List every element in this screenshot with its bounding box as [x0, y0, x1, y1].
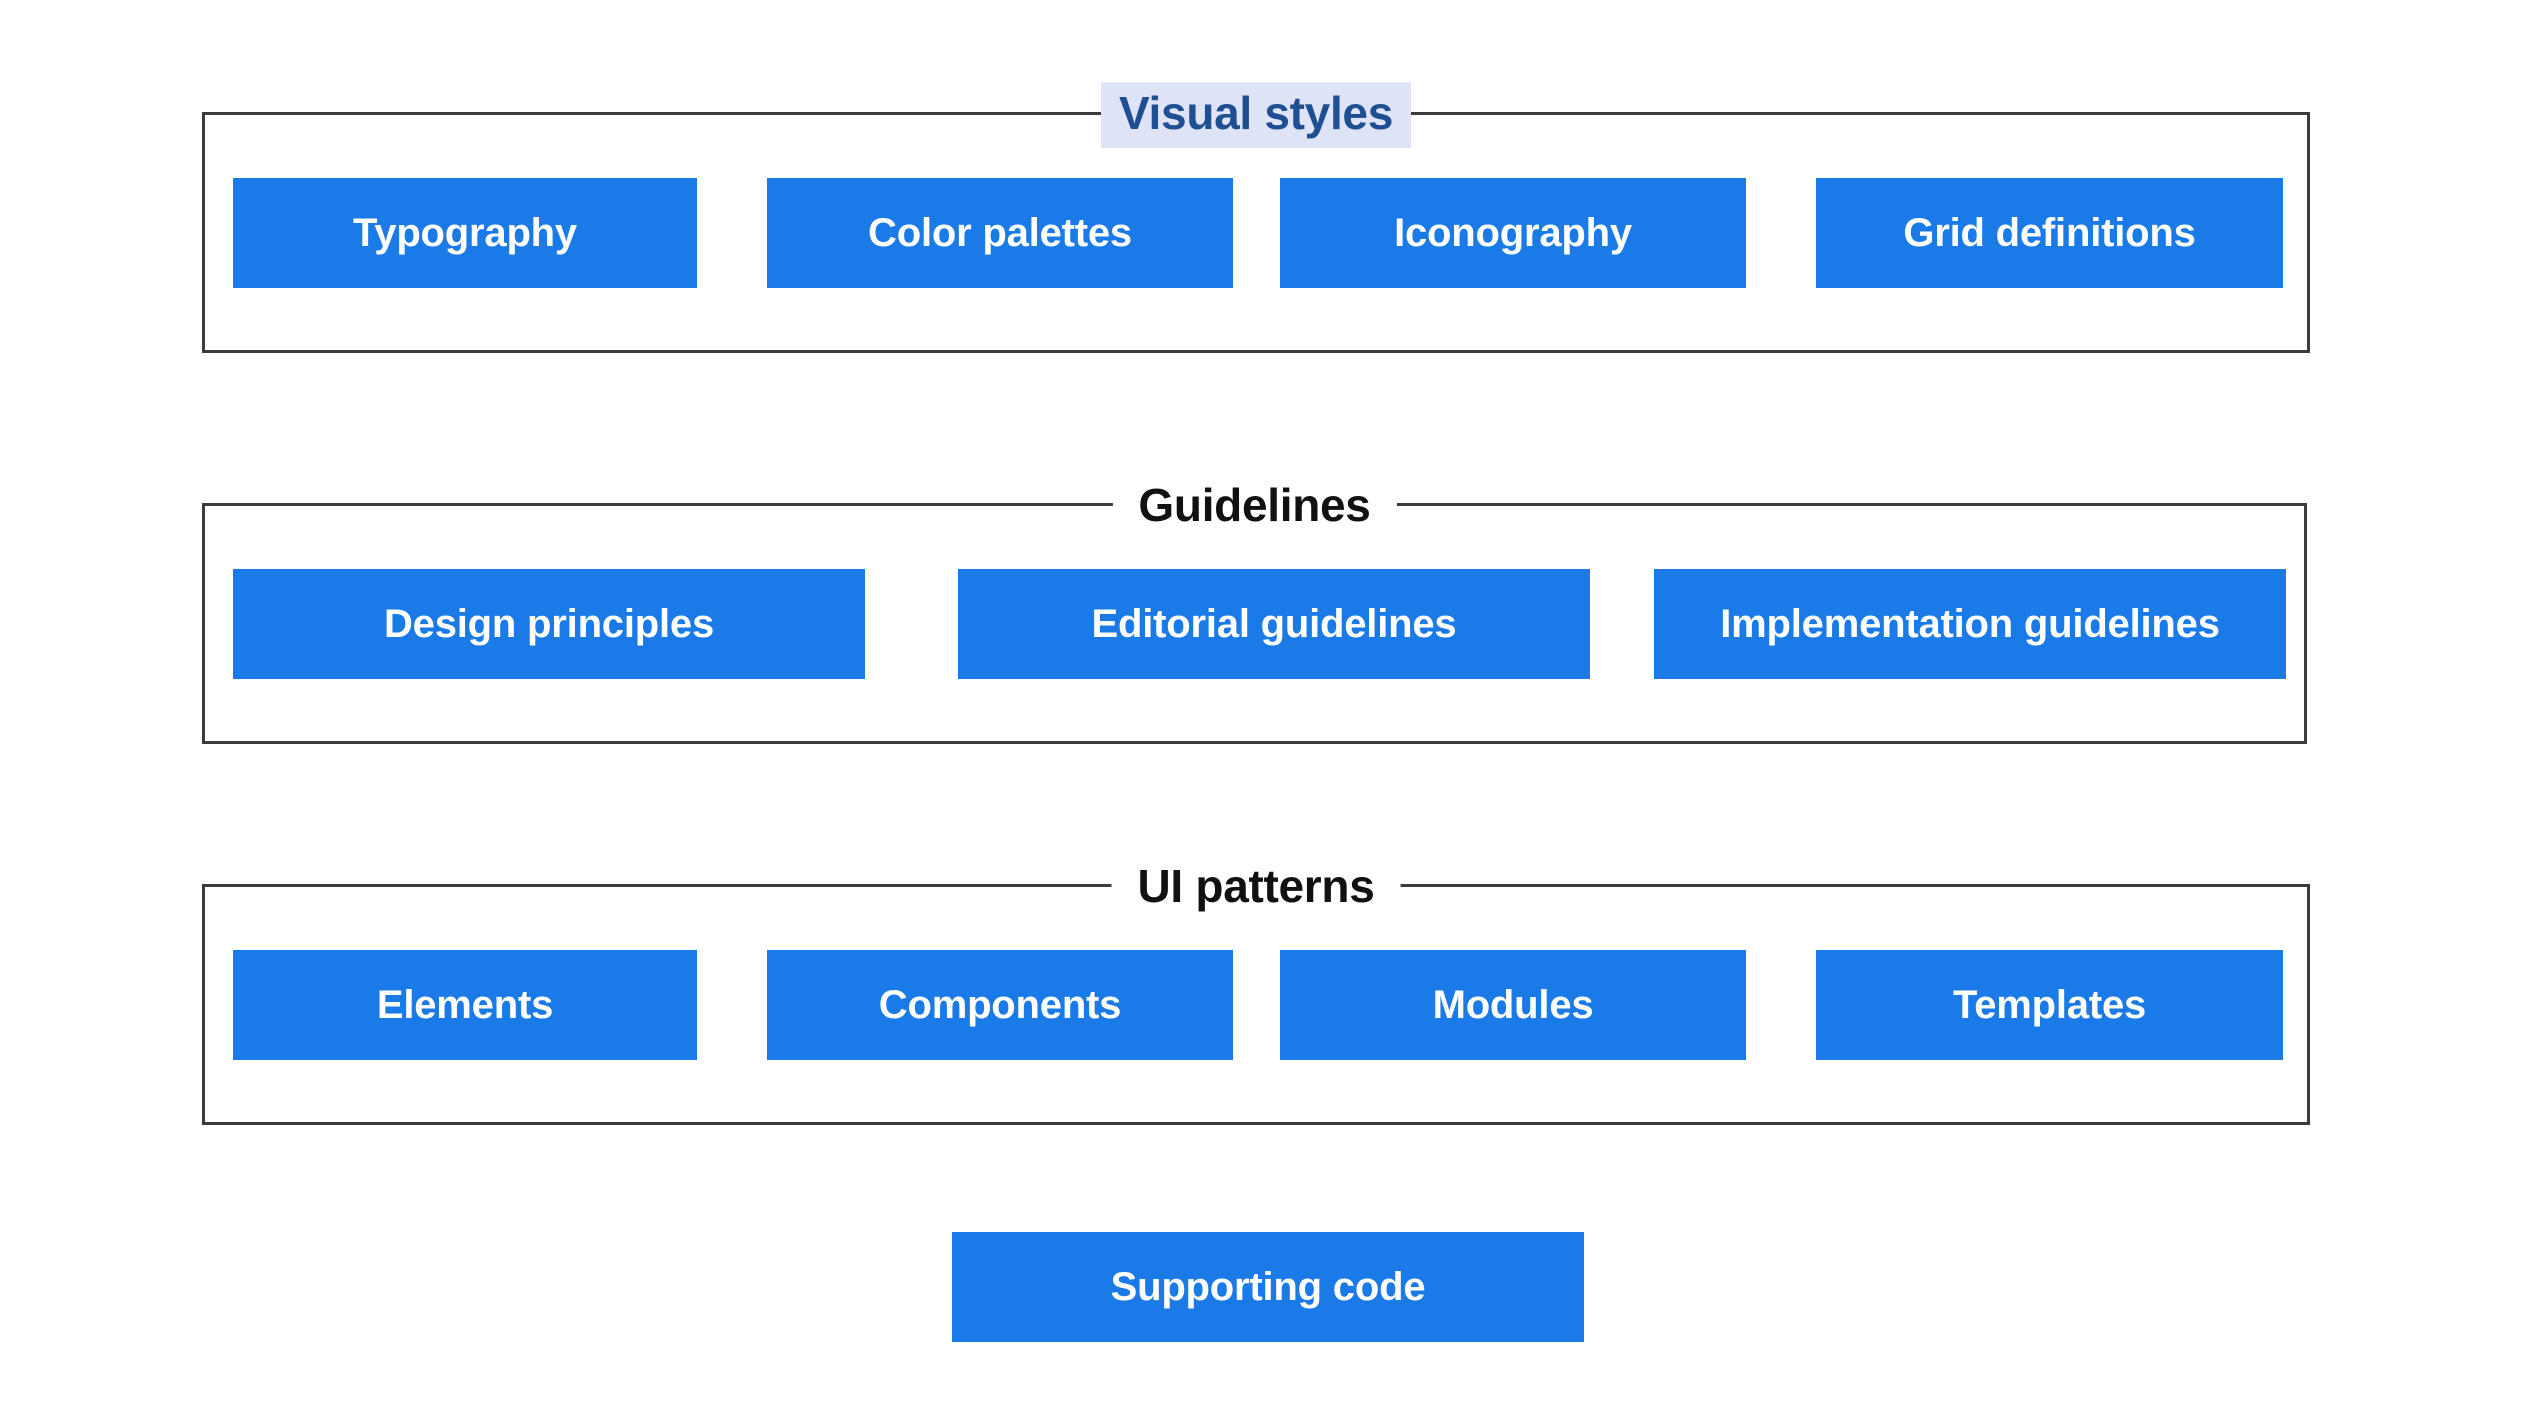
button-row-ui-patterns: Elements Components Modules Templates: [205, 950, 2307, 1060]
button-typography[interactable]: Typography: [233, 178, 697, 288]
button-row-visual-styles: Typography Color palettes Iconography Gr…: [205, 178, 2307, 288]
section-ui-patterns: UI patterns Elements Components Modules …: [202, 861, 2310, 1125]
button-design-principles[interactable]: Design principles: [233, 569, 865, 679]
button-row-guidelines: Design principles Editorial guidelines I…: [205, 569, 2304, 679]
section-title-ui-patterns: UI patterns: [1111, 861, 1401, 913]
button-editorial-guidelines[interactable]: Editorial guidelines: [958, 569, 1590, 679]
section-visual-styles: Visual styles Typography Color palettes …: [202, 82, 2310, 353]
button-templates[interactable]: Templates: [1816, 950, 2283, 1060]
button-iconography[interactable]: Iconography: [1280, 178, 1746, 288]
section-title-visual-styles: Visual styles: [1101, 82, 1411, 148]
section-guidelines: Guidelines Design principles Editorial g…: [202, 480, 2307, 744]
button-components[interactable]: Components: [767, 950, 1233, 1060]
section-title-guidelines: Guidelines: [1112, 480, 1397, 532]
button-grid-definitions[interactable]: Grid definitions: [1816, 178, 2283, 288]
button-implementation-guidelines[interactable]: Implementation guidelines: [1654, 569, 2286, 679]
button-color-palettes[interactable]: Color palettes: [767, 178, 1233, 288]
button-modules[interactable]: Modules: [1280, 950, 1746, 1060]
button-supporting-code[interactable]: Supporting code: [952, 1232, 1584, 1342]
button-elements[interactable]: Elements: [233, 950, 697, 1060]
